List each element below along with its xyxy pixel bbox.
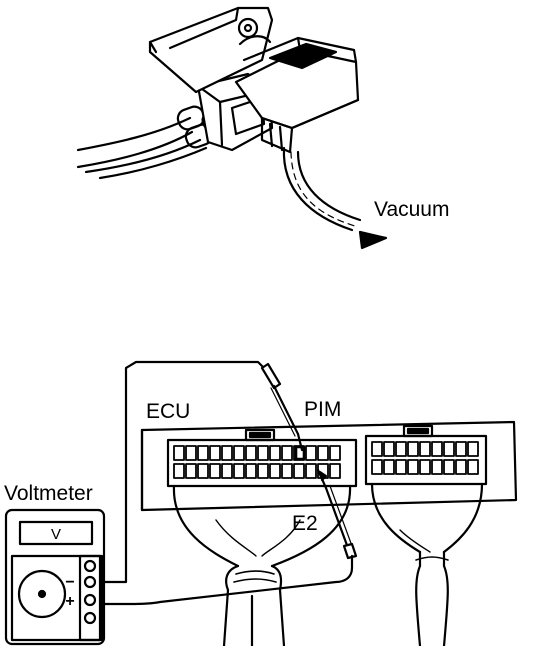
voltmeter-display-unit: V <box>51 526 61 543</box>
voltmeter-terminal <box>83 611 97 625</box>
vacuum-label: Vacuum <box>374 198 449 221</box>
sensor-body <box>234 36 360 154</box>
pim-label: PIM <box>304 398 341 421</box>
negative-terminal-sign: − <box>65 574 74 591</box>
map-sensor-illustration: Vacuum <box>76 6 449 250</box>
ecu-harness-right <box>370 482 484 646</box>
voltmeter-terminal-negative <box>83 575 97 589</box>
voltmeter-dial <box>17 569 67 619</box>
e2-label: E2 <box>292 512 318 535</box>
voltmeter-label: Voltmeter <box>4 482 93 505</box>
sensor-wire-harness <box>76 116 208 180</box>
ecu-connector-right <box>364 424 488 486</box>
vacuum-arrow-icon <box>358 230 388 250</box>
ecu-label: ECU <box>146 400 190 423</box>
positive-terminal-sign: + <box>65 593 74 610</box>
sensor-mount-bracket <box>148 6 274 94</box>
vacuum-hose <box>282 146 362 232</box>
voltmeter: V − + <box>4 508 106 646</box>
voltmeter-terminal-positive <box>83 593 97 607</box>
negative-test-lead <box>96 360 270 584</box>
pim-probe <box>260 362 304 452</box>
ecu-unit: ECU <box>140 400 518 646</box>
positive-test-lead <box>96 554 354 606</box>
ecu-harness-left <box>172 484 352 646</box>
voltmeter-terminal <box>83 559 97 573</box>
e2-probe <box>316 468 358 560</box>
voltmeter-display <box>18 520 94 546</box>
